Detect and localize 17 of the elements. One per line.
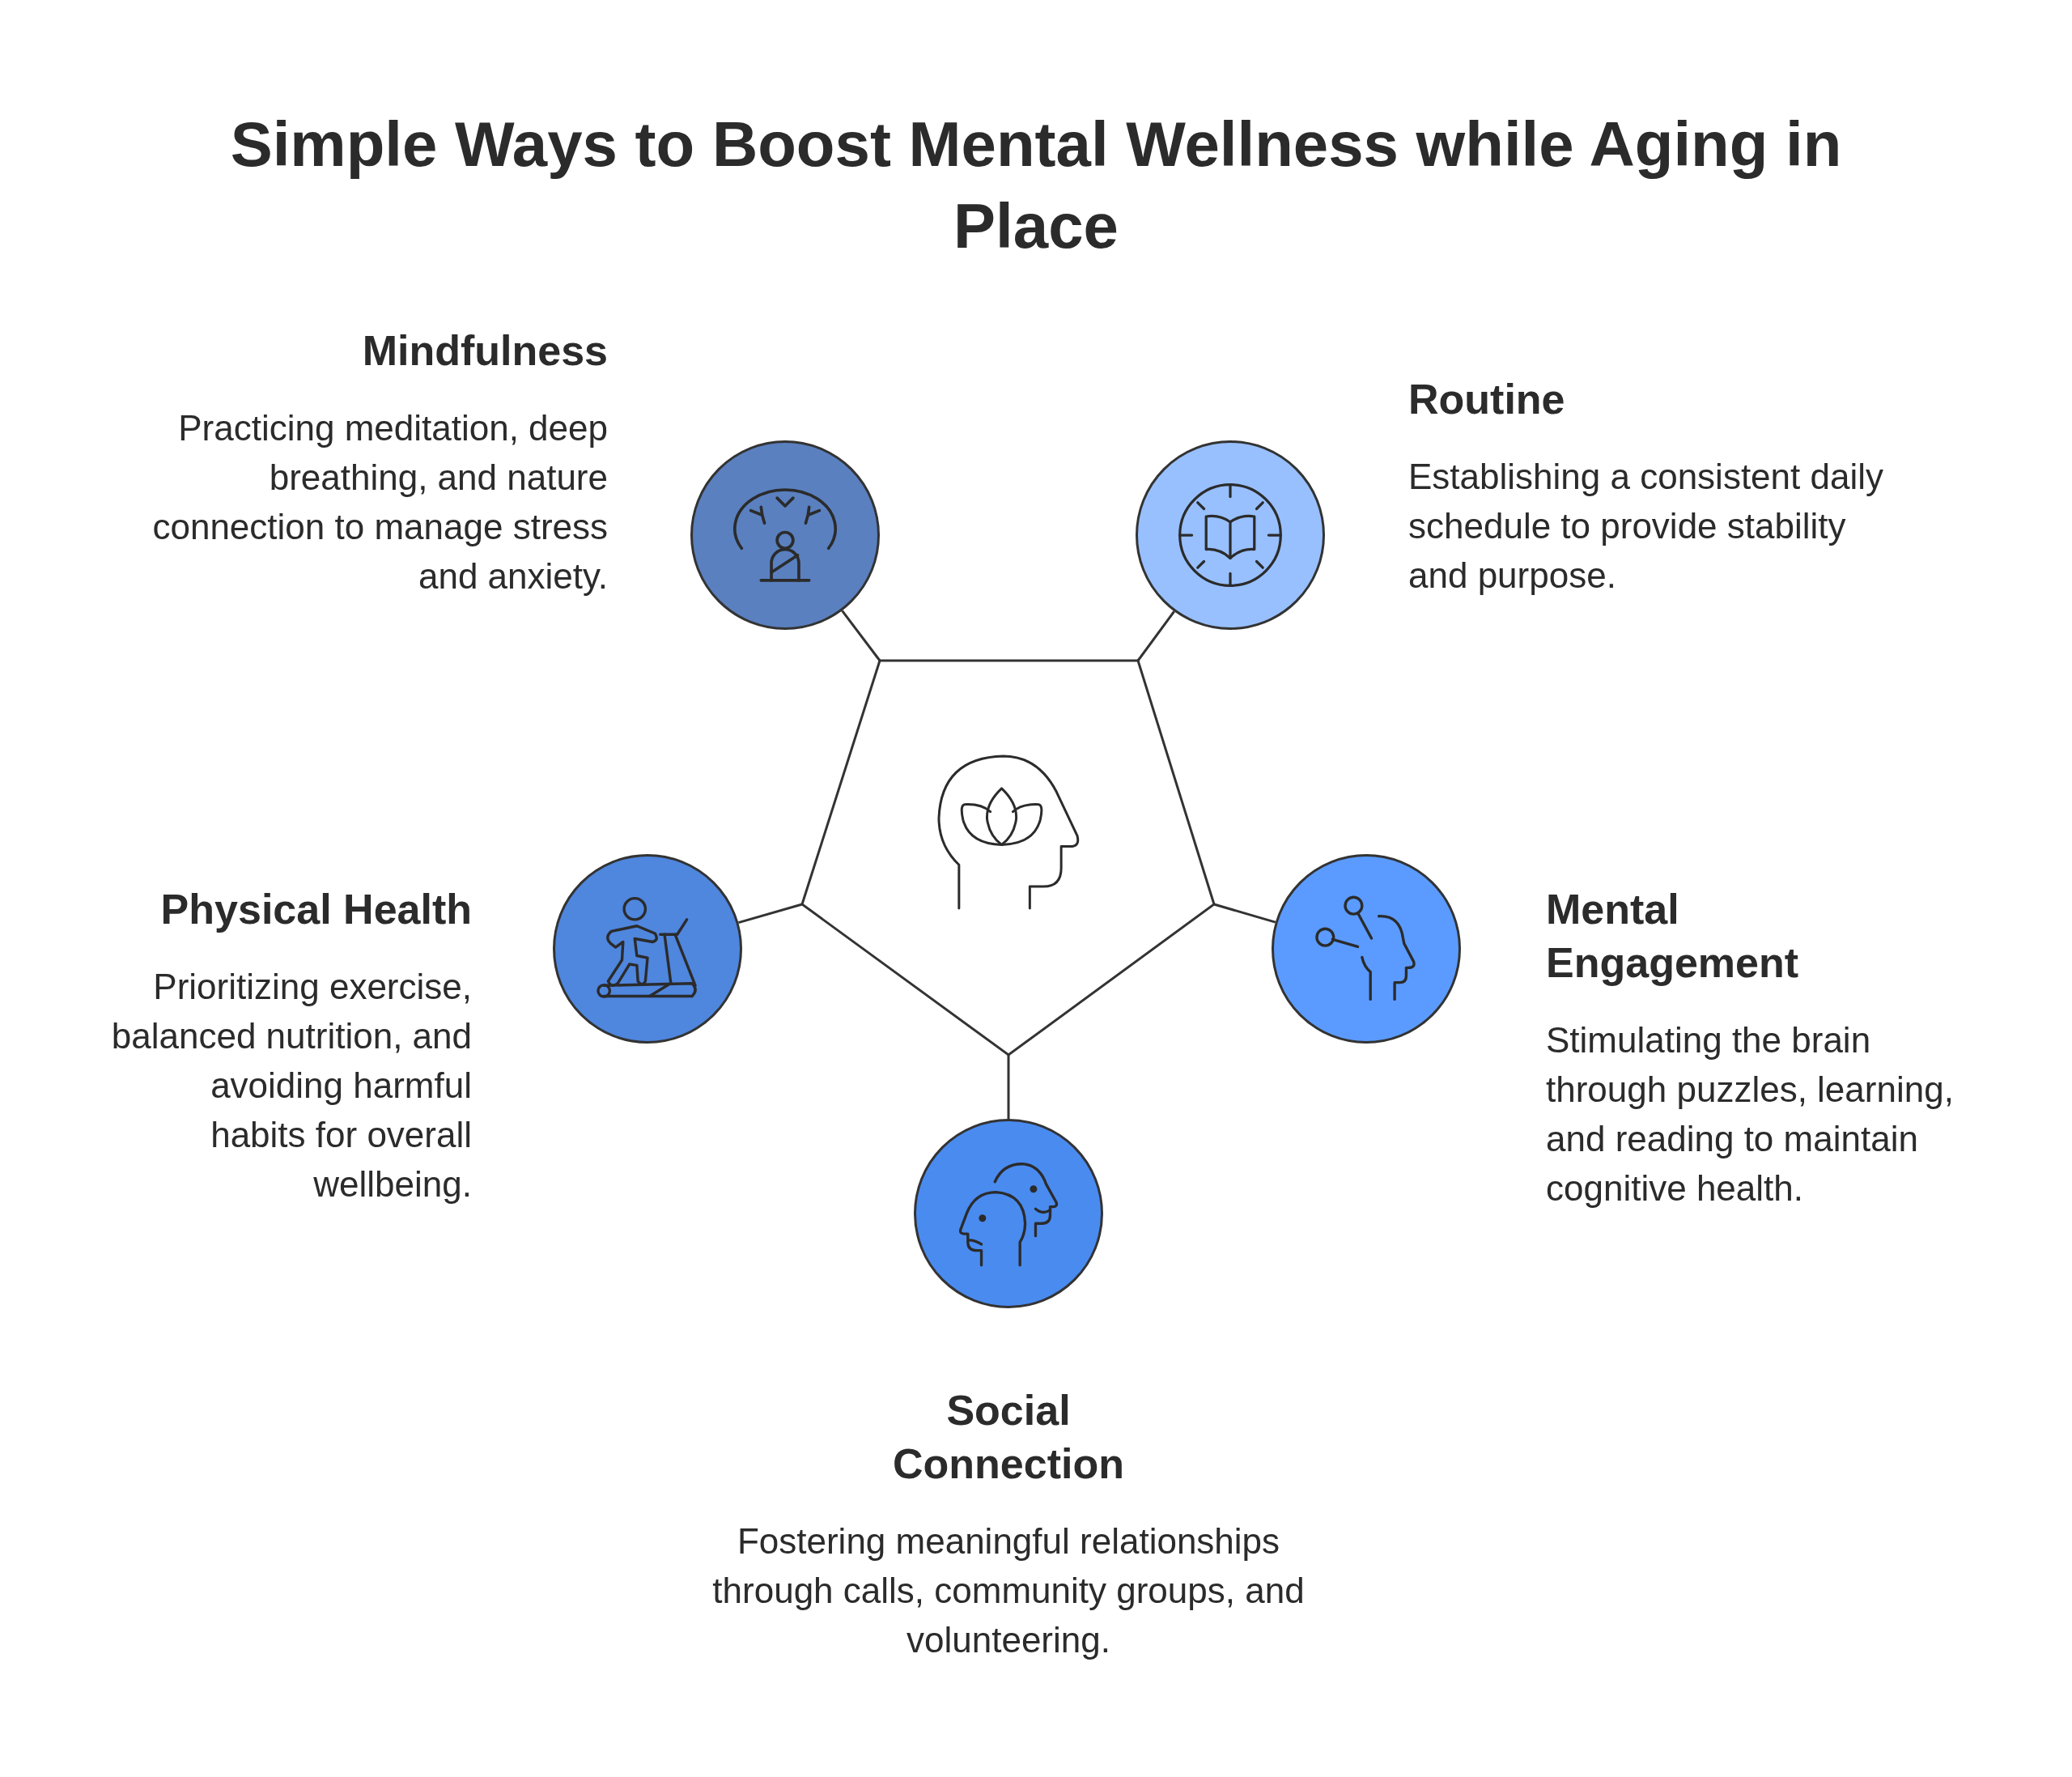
pentagon-hub — [802, 661, 1214, 1055]
connector-line — [1213, 903, 1276, 924]
topic-heading: Mindfulness — [362, 326, 608, 376]
topic-heading: Routine — [1408, 375, 1565, 424]
diagram-title: Simple Ways to Boost Mental Wellness while Aging in Place — [229, 108, 1843, 263]
connector-line — [738, 903, 803, 925]
topic-heading: Mental Engagement — [1546, 885, 1800, 988]
connector-line — [1007, 1055, 1010, 1119]
topic-description: Practicing meditation, deep breathing, and nature connection to manage stress and anxiety. — [151, 407, 608, 597]
topic-description: Fostering meaningful relationships through calls, community groups, and volunteering. — [711, 1520, 1306, 1661]
topic-heading: Social Connection — [892, 1386, 1125, 1489]
topic-description: Stimulating the brain through puzzles, learning, and reading to maintain cognitive health. — [1546, 1019, 1955, 1209]
connector-line — [1136, 610, 1175, 661]
topic-description: Establishing a consistent daily schedule to provide stability and purpose. — [1408, 456, 1884, 597]
topic-description: Prioritizing exercise, balanced nutrition, and avoiding harmful habits for overall wellbeing. — [110, 966, 472, 1205]
topic-heading: Physical Health — [160, 885, 472, 934]
connector-line — [841, 610, 881, 661]
